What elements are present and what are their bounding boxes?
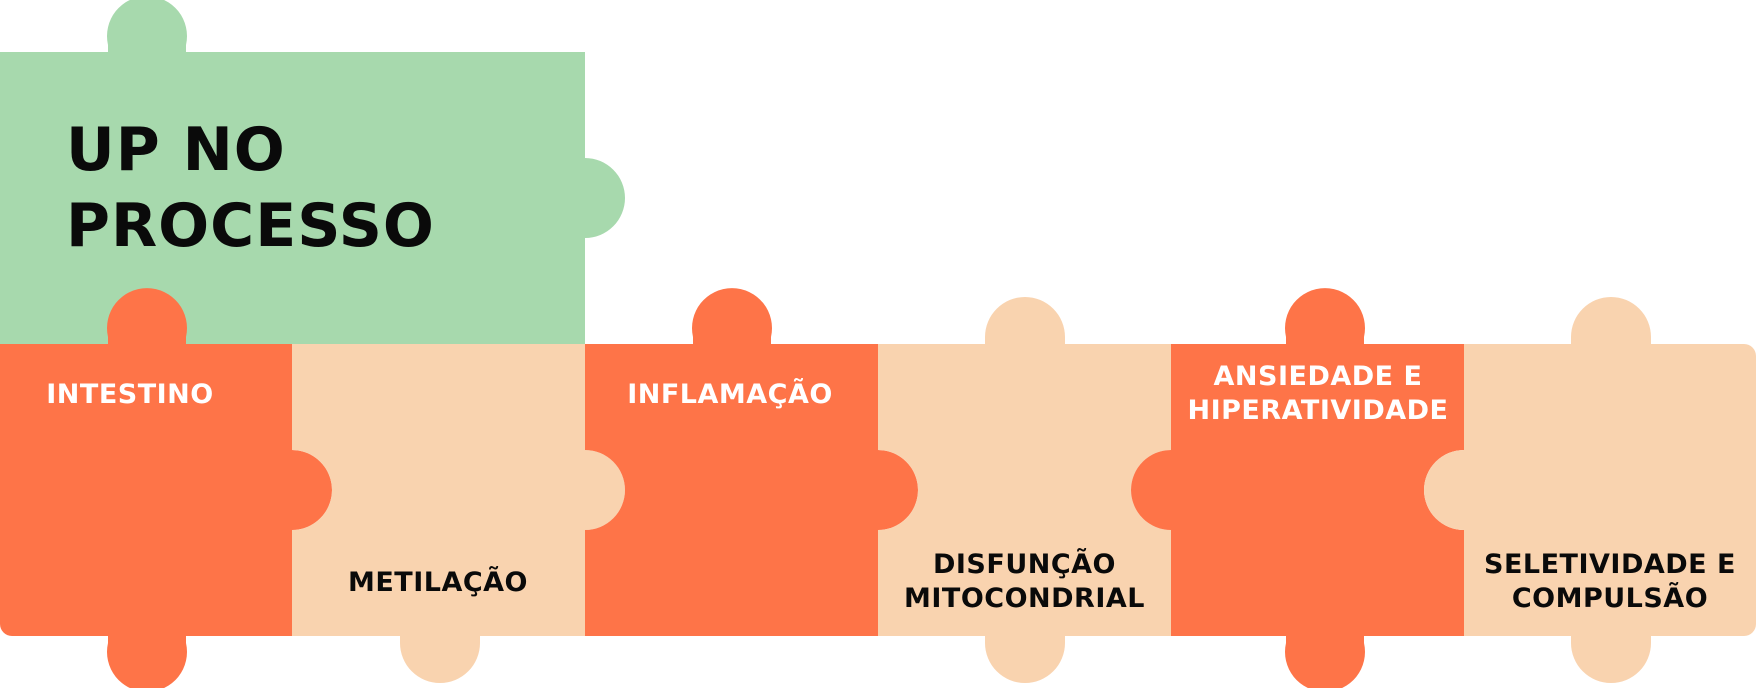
label-seletividade-line-1: SELETIVIDADE E: [1484, 549, 1736, 580]
title-line-1: UP NO: [66, 115, 286, 185]
puzzle-piece-seletividade: [1424, 297, 1756, 683]
label-ansiedade: ANSIEDADE E HIPERATIVIDADE: [1172, 360, 1464, 428]
label-disfuncao: DISFUNÇÃO MITOCONDRIAL: [878, 548, 1171, 616]
label-seletividade-line-2: COMPULSÃO: [1511, 582, 1709, 614]
puzzle-piece-inflamacao: [585, 288, 918, 636]
puzzle-piece-intestino: [0, 288, 332, 688]
label-inflamacao: INFLAMAÇÃO: [600, 378, 860, 412]
label-intestino: INTESTINO: [20, 378, 240, 412]
label-inflamacao-line-1: INFLAMAÇÃO: [627, 379, 833, 410]
label-ansiedade-line-2: HIPERATIVIDADE: [1187, 394, 1449, 426]
label-ansiedade-line-1: ANSIEDADE E: [1213, 361, 1423, 392]
label-seletividade: SELETIVIDADE E COMPULSÃO: [1464, 548, 1756, 616]
title-line-2: PROCESSO: [66, 191, 435, 261]
puzzle-piece-header: [0, 0, 625, 344]
diagram-title: UP NO PROCESSO: [66, 112, 435, 264]
puzzle-piece-metilacao: [292, 344, 625, 683]
label-metilacao-line-1: METILAÇÃO: [347, 567, 529, 598]
label-intestino-line-1: INTESTINO: [46, 379, 214, 410]
label-disfuncao-line-1: DISFUNÇÃO: [932, 549, 1117, 580]
puzzle-piece-ansiedade: [1131, 288, 1464, 688]
puzzle-piece-disfuncao: [878, 297, 1171, 683]
label-disfuncao-line-2: MITOCONDRIAL: [904, 582, 1145, 614]
label-metilacao: METILAÇÃO: [318, 566, 558, 600]
